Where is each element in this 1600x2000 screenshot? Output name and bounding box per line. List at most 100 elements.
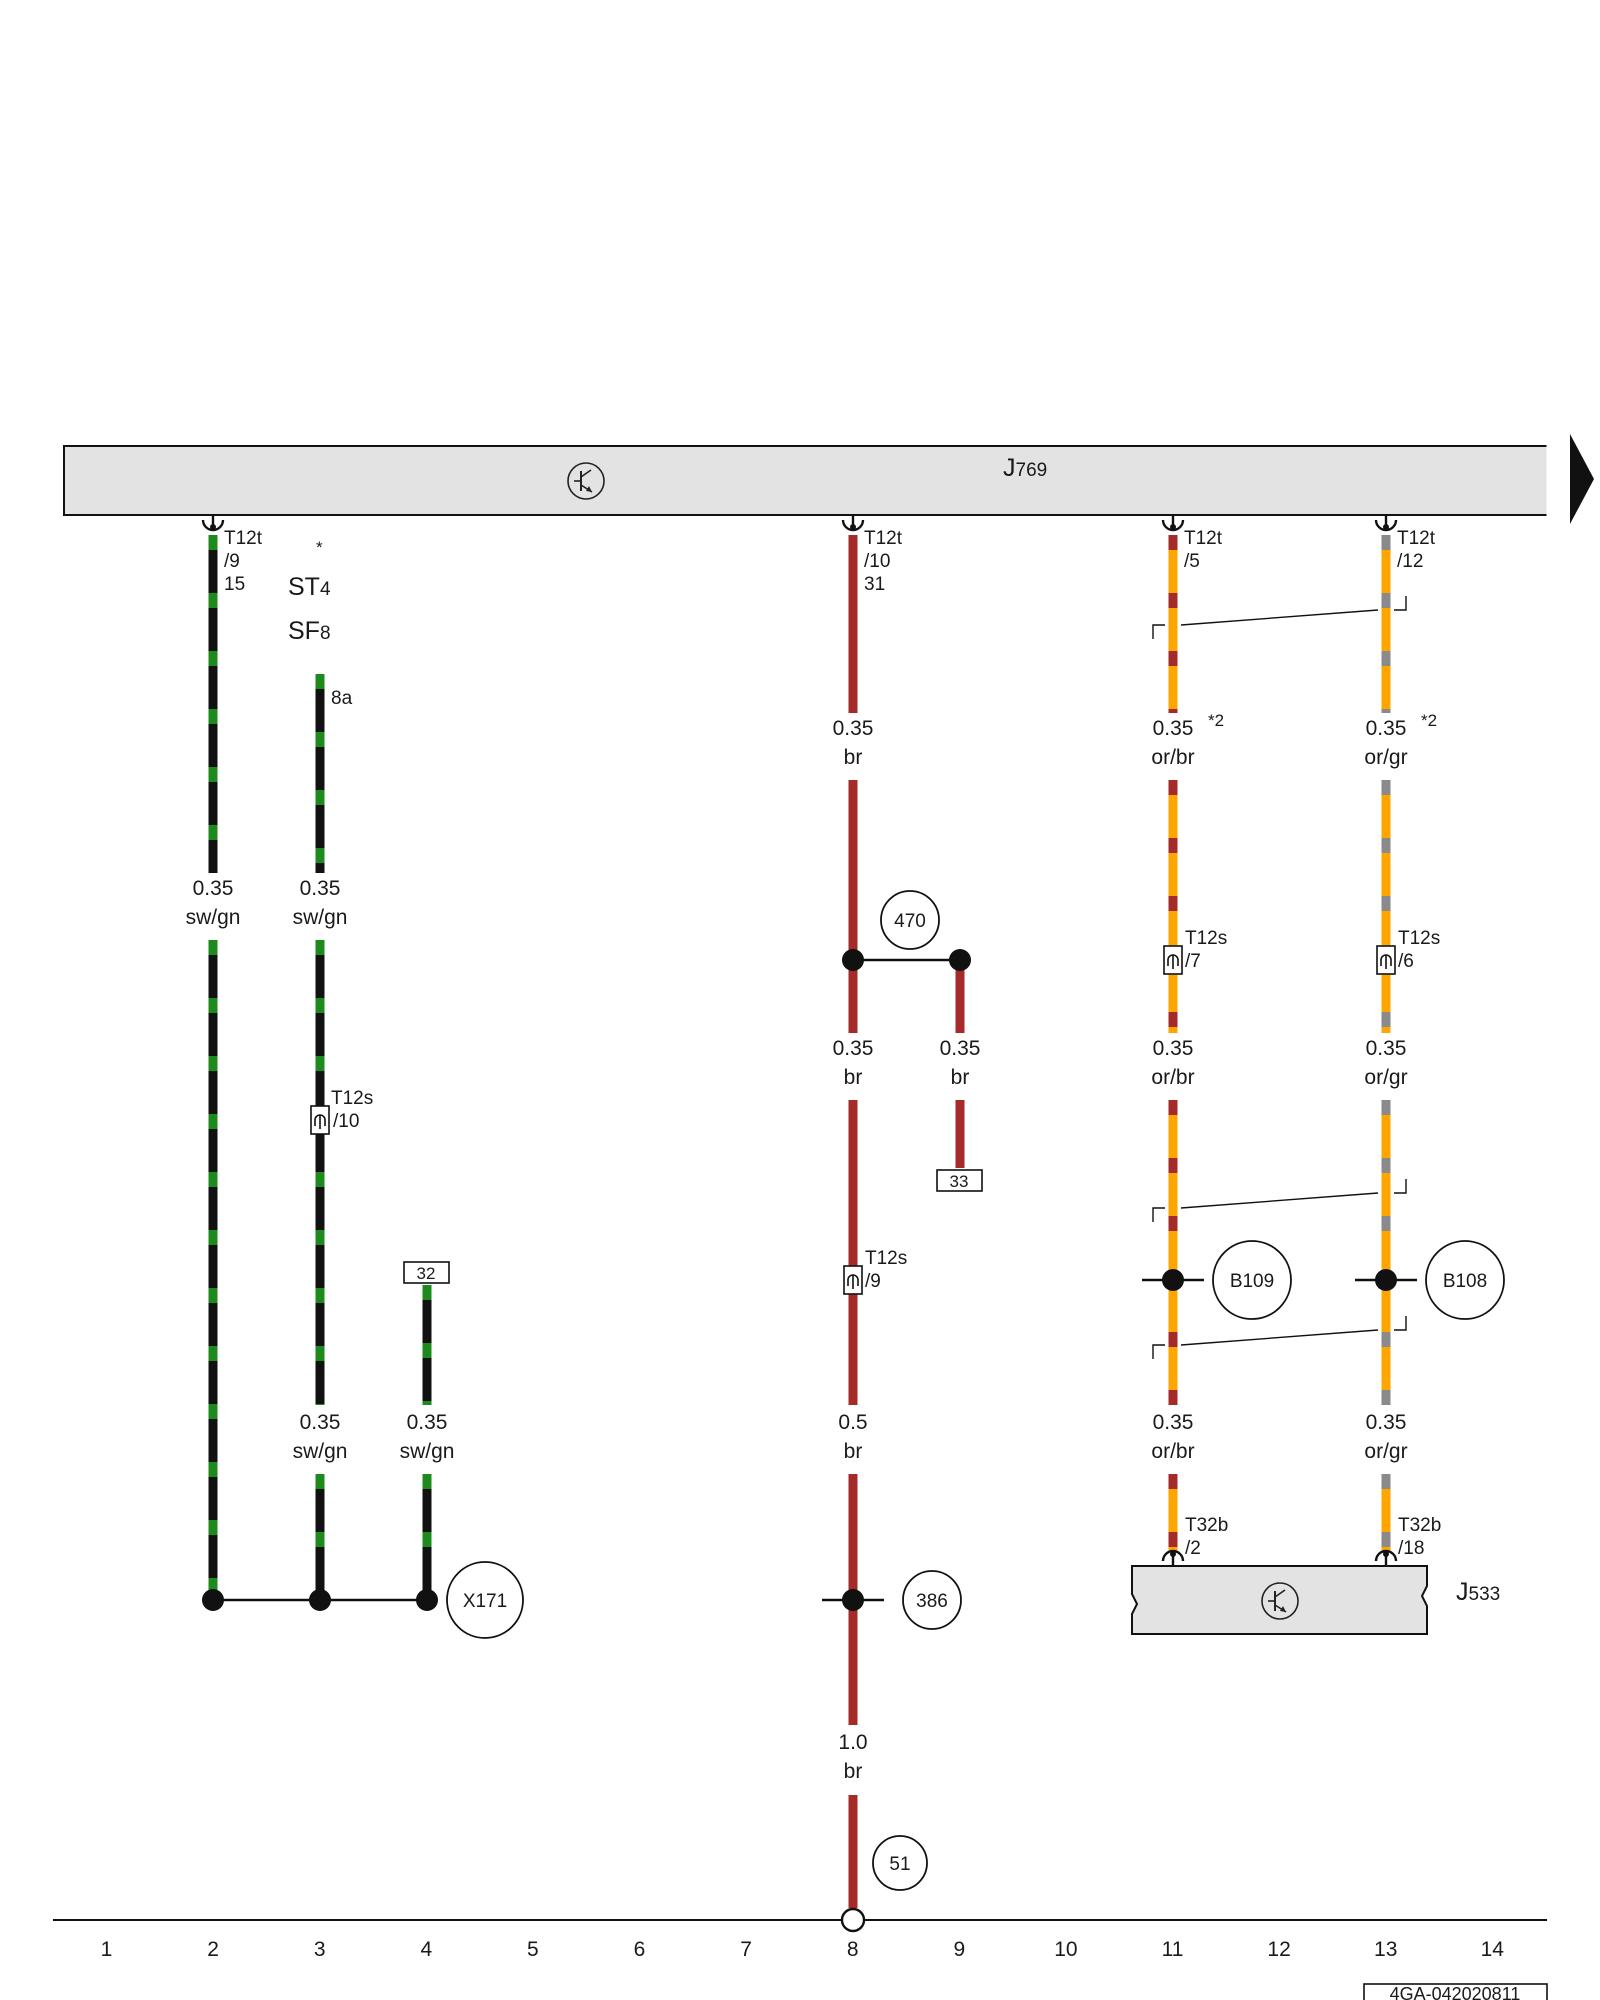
connector-plug-icon	[1161, 513, 1185, 532]
connector-plug-icon	[841, 513, 865, 532]
wire-size-label: 0.35	[300, 877, 341, 900]
twist-bracket	[1152, 1207, 1165, 1222]
column-number: 11	[1162, 1938, 1184, 1961]
wire-color-label: or/gr	[1364, 746, 1407, 769]
component-box-main	[63, 445, 1549, 516]
connector-plug-icon	[1161, 1549, 1185, 1568]
connector-terminal: 31	[864, 574, 885, 595]
column-number: 10	[1054, 1938, 1077, 1961]
twist-bracket	[1152, 1344, 1165, 1359]
pin-8a-label: 8a	[331, 688, 353, 709]
connector-name: T12s	[331, 1088, 373, 1109]
column-number: 8	[847, 1938, 859, 1961]
ref-circle	[872, 1835, 928, 1891]
twist-bracket	[1394, 1179, 1407, 1194]
junction-dot	[202, 1589, 224, 1611]
wire-size-label: 0.35	[1366, 1411, 1407, 1434]
wire-size-label: 0.35	[193, 877, 234, 900]
ref-circle	[902, 1570, 962, 1630]
ref-circle	[880, 890, 940, 950]
column-number: 3	[314, 1938, 326, 1961]
wire-color-label: sw/gn	[186, 906, 241, 929]
wire-color-label: sw/gn	[293, 1440, 348, 1463]
connector-pin: /2	[1185, 1538, 1201, 1559]
wire-size-label: 0.35	[833, 717, 874, 740]
twist-bracket	[1394, 596, 1407, 611]
twist-bracket	[1152, 624, 1165, 639]
star-note: *	[316, 538, 323, 557]
ground-terminal-icon	[840, 1907, 866, 1933]
wire-size-label: 0.35	[1153, 717, 1194, 740]
wire-color-label: br	[844, 1440, 863, 1463]
connector-name: T12s	[1185, 928, 1227, 949]
ref-circle	[1425, 1240, 1505, 1320]
connector-pin: /10	[864, 551, 890, 572]
twist-bracket	[1394, 1316, 1407, 1331]
ref-circle	[1212, 1240, 1292, 1320]
ref-box-label: 33	[950, 1172, 969, 1191]
bottom-component-label: J533	[1456, 1578, 1500, 1606]
column-number: 4	[420, 1938, 432, 1961]
connector-name: T12s	[1398, 928, 1440, 949]
wire-color-label: br	[844, 1760, 863, 1783]
connector-pin: /12	[1397, 551, 1423, 572]
main-component-label: J769	[1003, 454, 1047, 482]
connector-pin: /5	[1184, 551, 1200, 572]
junction-dot	[1162, 1269, 1184, 1291]
connector-plug-icon	[1374, 1549, 1398, 1568]
ground-point-circle	[446, 1561, 524, 1639]
wire-color-label: or/br	[1151, 1440, 1194, 1463]
column-number: 2	[207, 1938, 219, 1961]
ref-circle-label: 386	[916, 1591, 948, 1612]
connector-name: T12t	[1184, 528, 1223, 549]
column-number: 7	[740, 1938, 752, 1961]
wire-color-label: or/gr	[1364, 1440, 1407, 1463]
connector-pin: /9	[224, 551, 240, 572]
inline-connector-icon	[843, 1265, 863, 1295]
wire-color-label: br	[844, 746, 863, 769]
continue-arrow-icon	[1570, 434, 1594, 524]
ref-box-32	[403, 1261, 450, 1284]
junction-dot	[309, 1589, 331, 1611]
doc-number-box	[1363, 1983, 1548, 2000]
connector-plug-icon	[201, 513, 225, 532]
connector-name: T12s	[865, 1248, 907, 1269]
doc-number: 4GA-042020811	[1390, 1984, 1521, 2000]
column-number: 14	[1481, 1938, 1505, 1961]
column-number: 5	[527, 1938, 539, 1961]
ref-box-33	[936, 1169, 983, 1192]
wire-size-label: 0.35	[833, 1037, 874, 1060]
ref-circle-label: 51	[889, 1854, 910, 1875]
footnote-ref: *2	[1208, 711, 1224, 730]
connector-name: T12t	[864, 528, 903, 549]
wire-color-label: or/br	[1151, 746, 1194, 769]
footnote-ref: *2	[1421, 711, 1437, 730]
wire-color-label: sw/gn	[293, 906, 348, 929]
junction-dot	[842, 949, 864, 971]
twisted-pair-line	[1180, 1329, 1379, 1346]
wire-size-label: 0.35	[1153, 1037, 1194, 1060]
connector-name: T12t	[224, 528, 263, 549]
junction-dot	[416, 1589, 438, 1611]
wire-size-label: 0.35	[1366, 1037, 1407, 1060]
connector-pin: /6	[1398, 951, 1414, 972]
wire-color-label: br	[844, 1066, 863, 1089]
wire-color-label: br	[951, 1066, 970, 1089]
inline-connector-icon	[1163, 945, 1183, 975]
st-label: ST4	[288, 573, 331, 601]
sf-label: SF8	[288, 617, 331, 645]
inline-connector-icon	[1376, 945, 1396, 975]
wire-size-label: 0.35	[1153, 1411, 1194, 1434]
wire-size-label: 0.35	[407, 1411, 448, 1434]
connector-name: T32b	[1398, 1515, 1441, 1536]
twisted-pair-line	[1180, 1192, 1379, 1209]
wire-size-label: 0.35	[940, 1037, 981, 1060]
wire-color-label: or/gr	[1364, 1066, 1407, 1089]
connector-pin: /10	[333, 1111, 359, 1132]
twisted-pair-line	[1180, 609, 1379, 626]
column-number: 1	[101, 1938, 113, 1961]
ref-circle-label: 470	[894, 911, 926, 932]
connector-name: T32b	[1185, 1515, 1228, 1536]
